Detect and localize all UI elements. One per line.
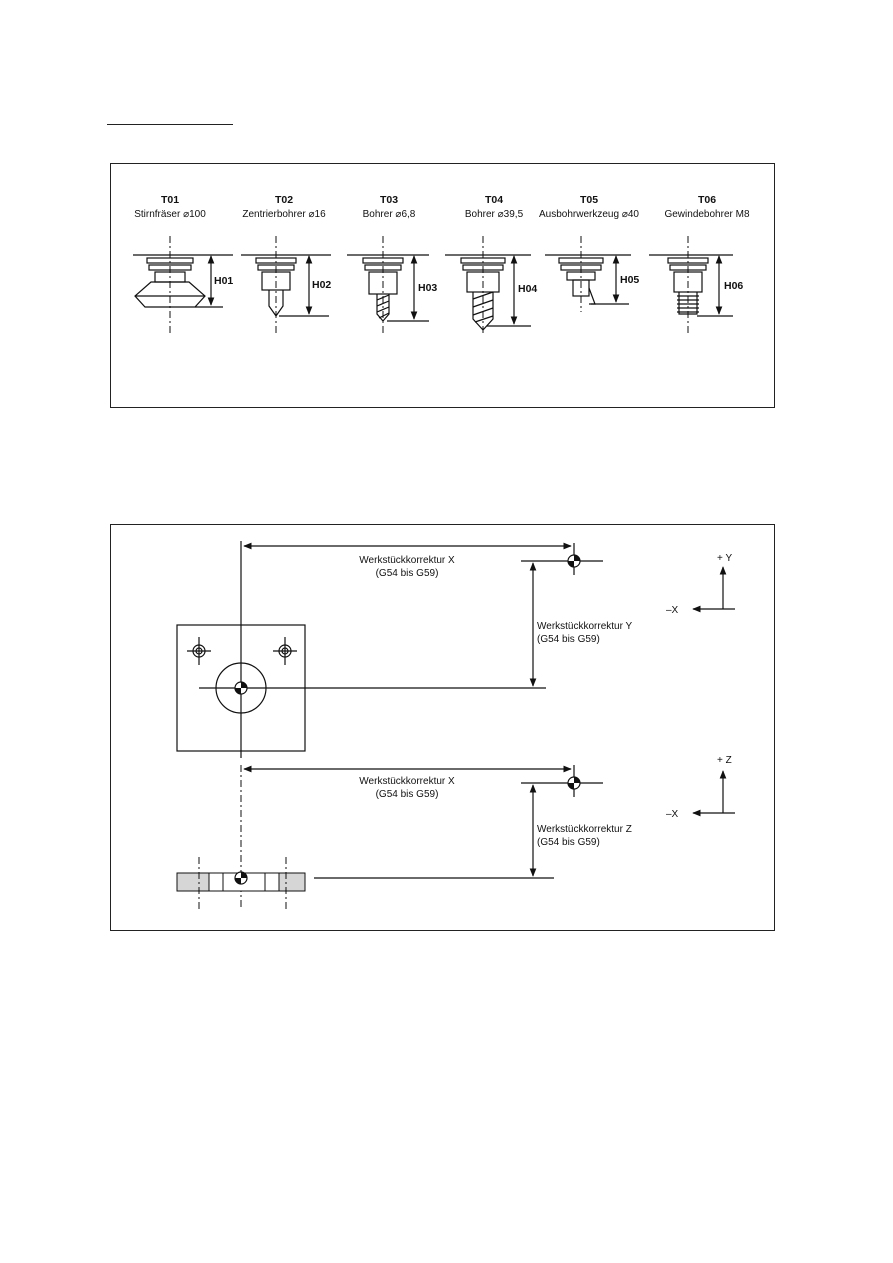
axis-top-horizontal-label: –X [666, 605, 679, 616]
tool-t03-h-label: H03 [418, 282, 437, 294]
tool-t01-name: Stirnfräser ⌀100 [134, 209, 206, 220]
bore-hole-right-icon [273, 637, 297, 665]
bore-hole-left-icon [187, 637, 211, 665]
workpiece-side-view [176, 765, 554, 909]
tool-t03: T03 Bohrer ⌀6,8 H03 [347, 194, 437, 334]
tool-t04-id: T04 [485, 194, 503, 206]
header-rule [107, 124, 233, 125]
top-x-offset-label: Werkstückkorrektur X [359, 555, 455, 566]
workpiece-offset-panel: Werkstückkorrektur X (G54 bis G59) Werks… [110, 524, 775, 931]
tool-t01-id: T01 [161, 194, 179, 206]
top-x-offset-range: (G54 bis G59) [376, 568, 439, 579]
z-offset-range: (G54 bis G59) [537, 837, 600, 848]
axis-symbol-top: + Y –X [666, 553, 735, 616]
axis-bottom-horizontal-label: –X [666, 809, 679, 820]
boring-tool-icon [545, 236, 631, 312]
workpiece-zero-icon [234, 681, 248, 695]
axis-symbol-bottom: + Z –X [666, 755, 735, 820]
machine-zero-bottom-icon [521, 765, 603, 797]
tool-t02-h-label: H02 [312, 279, 331, 291]
y-offset-range: (G54 bis G59) [537, 634, 600, 645]
tool-t06-h-label: H06 [724, 280, 743, 292]
tool-t05: T05 Ausbohrwerkzeug ⌀40 H05 [539, 194, 639, 312]
z-offset-label: Werkstückkorrektur Z [537, 824, 632, 835]
workpiece-top-view [176, 541, 546, 758]
tool-t04-h-label: H04 [518, 283, 537, 295]
tool-t03-id: T03 [380, 194, 398, 206]
tool-t02-id: T02 [275, 194, 293, 206]
tool-t04-name: Bohrer ⌀39,5 [465, 209, 524, 220]
tool-t04: T04 Bohrer ⌀39,5 H04 [445, 194, 537, 334]
bottom-x-offset-range: (G54 bis G59) [376, 789, 439, 800]
axis-top-vertical-label: + Y [717, 553, 732, 564]
axis-bottom-vertical-label: + Z [717, 755, 732, 766]
tool-t06: T06 Gewindebohrer M8 H06 [649, 194, 750, 334]
tool-t05-id: T05 [580, 194, 598, 206]
machine-zero-top-icon [521, 543, 603, 575]
y-offset-label: Werkstückkorrektur Y [537, 621, 633, 632]
tool-t01: T01 Stirnfräser ⌀100 H01 [133, 194, 233, 334]
bottom-x-offset-label: Werkstückkorrektur X [359, 776, 455, 787]
tool-t05-h-label: H05 [620, 274, 639, 286]
tool-t02: T02 Zentrierbohrer ⌀16 H02 [241, 194, 331, 334]
center-drill-icon [241, 236, 331, 334]
tool-t05-name: Ausbohrwerkzeug ⌀40 [539, 209, 639, 220]
tool-t06-id: T06 [698, 194, 716, 206]
tool-length-offset-panel: T01 Stirnfräser ⌀100 H01 T02 Zentrierboh… [110, 163, 775, 408]
drill-large-icon [445, 236, 531, 334]
workpiece-zero-side-icon [234, 871, 248, 885]
tool-t06-name: Gewindebohrer M8 [664, 209, 749, 220]
tool-t02-name: Zentrierbohrer ⌀16 [242, 209, 326, 220]
drill-small-icon [347, 236, 429, 334]
tool-t01-h-label: H01 [214, 275, 233, 287]
tap-icon [649, 236, 733, 334]
tool-t03-name: Bohrer ⌀6,8 [363, 209, 416, 220]
